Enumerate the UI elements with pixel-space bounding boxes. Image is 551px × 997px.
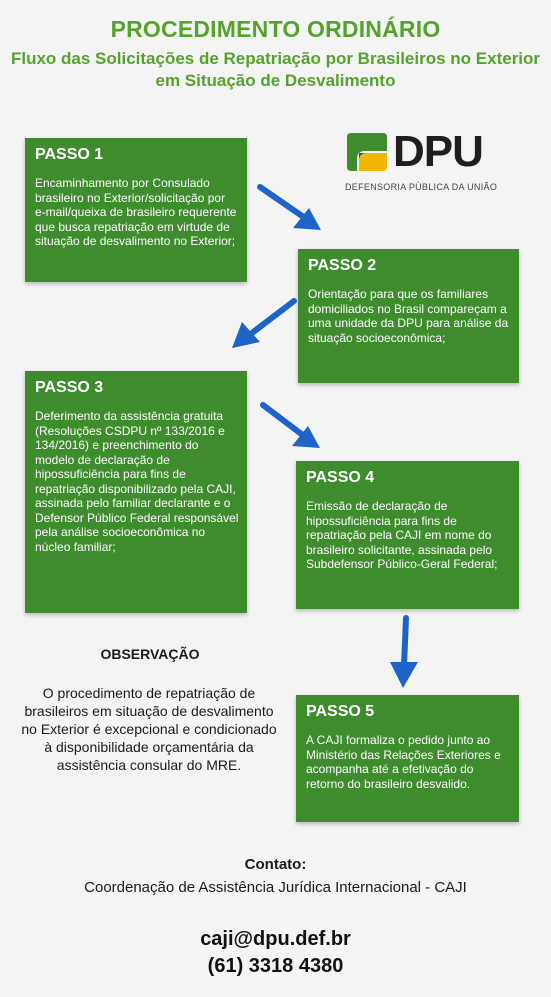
step-3-box: PASSO 3 Deferimento da assistência gratu… [25, 371, 247, 613]
arrow-step1-to-step2-icon [257, 184, 321, 230]
observation-text: O procedimento de repatriação de brasile… [21, 685, 277, 773]
step-5-box: PASSO 5 A CAJI formaliza o pedido junto … [296, 695, 519, 822]
step-1-box: PASSO 1 Encaminhamento por Consulado bra… [25, 138, 247, 282]
step-4-box: PASSO 4 Emissão de declaração de hipossu… [296, 461, 519, 609]
step-3-text: Deferimento da assistência gratuita (Res… [35, 409, 239, 554]
step-2-box: PASSO 2 Orientação para que os familiare… [298, 249, 519, 383]
arrow-step3-to-step4-icon [260, 402, 320, 448]
step-2-text: Orientação para que os familiares domici… [308, 287, 509, 345]
observation-heading: OBSERVAÇÃO [100, 646, 200, 662]
step-5-title: PASSO 5 [306, 703, 375, 720]
step-1-title: PASSO 1 [35, 146, 104, 163]
arrow-step2-to-step3-icon [232, 298, 297, 348]
dpu-logo: DPU DEFENSORIA PÚBLICA DA UNIÃO [343, 126, 518, 196]
step-5-text: A CAJI formaliza o pedido junto ao Minis… [306, 733, 501, 791]
dpu-emblem-icon [347, 133, 387, 171]
contact-heading: Contato: [244, 856, 307, 873]
step-4-title: PASSO 4 [306, 469, 375, 486]
step-3-title: PASSO 3 [35, 379, 104, 396]
step-4-text: Emissão de declaração de hipossuficiênci… [306, 499, 498, 571]
step-2-title: PASSO 2 [308, 257, 377, 274]
contact-email[interactable]: caji@dpu.def.br [200, 928, 351, 950]
contact-phone[interactable]: (61) 3318 4380 [207, 955, 344, 977]
arrow-step4-to-step5-icon [390, 615, 418, 688]
page-title: PROCEDIMENTO ORDINÁRIO [110, 16, 441, 42]
contact-organization: Coordenação de Assistência Jurídica Inte… [84, 879, 467, 896]
step-1-text: Encaminhamento por Consulado brasileiro … [35, 176, 237, 248]
logo-wordmark: DPU [393, 127, 484, 176]
page-subtitle: Fluxo das Solicitações de Repatriação po… [10, 49, 541, 90]
logo-subtitle: DEFENSORIA PÚBLICA DA UNIÃO [345, 182, 498, 192]
